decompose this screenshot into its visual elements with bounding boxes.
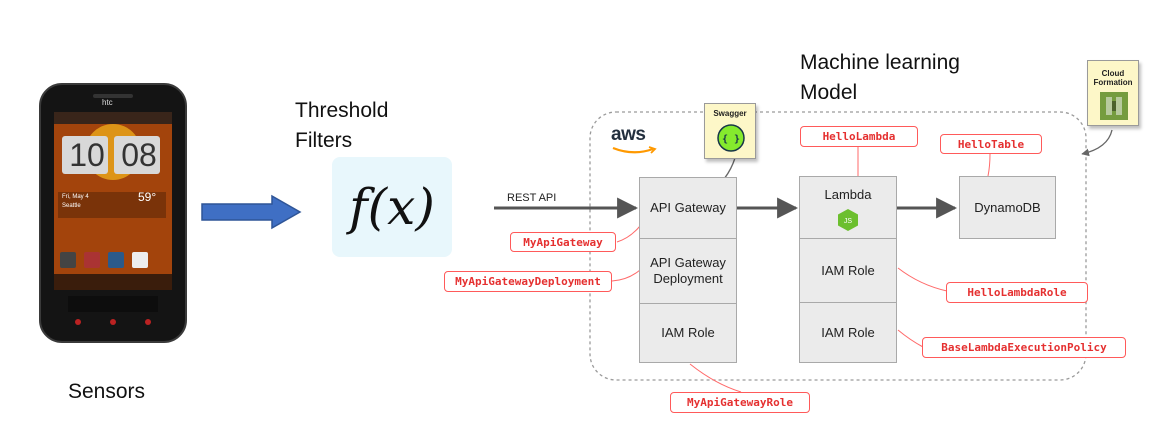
phone-date: Fri, May 4 <box>62 194 89 200</box>
cloudformation-arrow <box>1081 129 1113 157</box>
iam-role-mid-top-label: IAM Role <box>821 262 875 278</box>
swagger-note: Swagger { } <box>704 103 756 159</box>
phone-clock-minutes: 08 <box>121 137 157 173</box>
ml-label-line1: Machine learning <box>800 51 960 74</box>
deployment-label-line2: Deployment <box>653 271 723 286</box>
iam-role-left-label: IAM Role <box>661 325 715 340</box>
lambda-label: Lambda <box>824 187 872 202</box>
threshold-label-line2: Filters <box>295 129 353 152</box>
tag-base-lambda-execution-policy: BaseLambdaExecutionPolicy <box>922 337 1126 358</box>
tag-hello-lambda: HelloLambda <box>800 126 918 147</box>
dynamodb-label: DynamoDB <box>974 199 1041 215</box>
phone-city: Seattle <box>62 203 81 209</box>
blue-arrow <box>201 194 302 230</box>
tag-my-api-gateway-role: MyApiGatewayRole <box>670 392 810 413</box>
iam-role-mid-top-box: IAM Role <box>799 238 897 303</box>
ml-model-label: Machine learning Model <box>800 48 960 108</box>
deployment-label-line1: API Gateway <box>650 255 726 270</box>
phone-illustration <box>39 83 187 343</box>
lambda-box: Lambda JS <box>799 176 897 239</box>
threshold-filters-label: Threshold Filters <box>295 96 388 156</box>
dynamodb-box: DynamoDB <box>959 176 1056 239</box>
cloudformation-label-line2: Formation <box>1093 78 1133 87</box>
svg-text:{ }: { } <box>722 134 740 145</box>
api-gateway-box: API Gateway <box>639 177 737 239</box>
swagger-note-label: Swagger <box>713 109 747 118</box>
svg-text:JS: JS <box>844 218 853 225</box>
api-gateway-label: API Gateway <box>650 200 726 215</box>
phone-brand: htc <box>102 98 113 107</box>
iam-role-mid-bottom-box: IAM Role <box>799 302 897 363</box>
phone-temperature: 59° <box>138 190 157 204</box>
threshold-label-line1: Threshold <box>295 99 389 122</box>
phone-image: htc 10 08 Fri, May 4 Seattle 59° <box>38 82 188 344</box>
tag-hello-table: HelloTable <box>940 134 1042 154</box>
function-box: f(x) <box>332 157 452 257</box>
aws-logo: aws <box>611 124 661 158</box>
swagger-icon: { } <box>717 124 745 152</box>
aws-logo-text: aws <box>611 124 646 145</box>
cloudformation-icon <box>1100 92 1128 120</box>
cloudformation-note: Cloud Formation <box>1087 60 1139 126</box>
sensors-label: Sensors <box>68 380 146 403</box>
api-gateway-deployment-box: API Gateway Deployment <box>639 238 737 304</box>
rest-api-label: REST API <box>507 192 557 204</box>
ml-label-line2: Model <box>800 81 858 104</box>
function-symbol: f(x) <box>349 178 435 236</box>
tag-connectors <box>611 146 991 393</box>
iam-role-left-box: IAM Role <box>639 303 737 363</box>
aws-smile-icon <box>612 146 657 154</box>
iam-role-mid-bottom-label: IAM Role <box>821 324 875 340</box>
tag-my-api-gateway-deployment: MyApiGatewayDeployment <box>444 271 612 292</box>
tag-hello-lambda-role: HelloLambdaRole <box>946 282 1088 303</box>
nodejs-icon: JS <box>838 209 858 231</box>
phone-clock-hours: 10 <box>69 137 105 173</box>
tag-my-api-gateway: MyApiGateway <box>510 232 616 252</box>
cloudformation-label-line1: Cloud <box>1101 69 1125 78</box>
